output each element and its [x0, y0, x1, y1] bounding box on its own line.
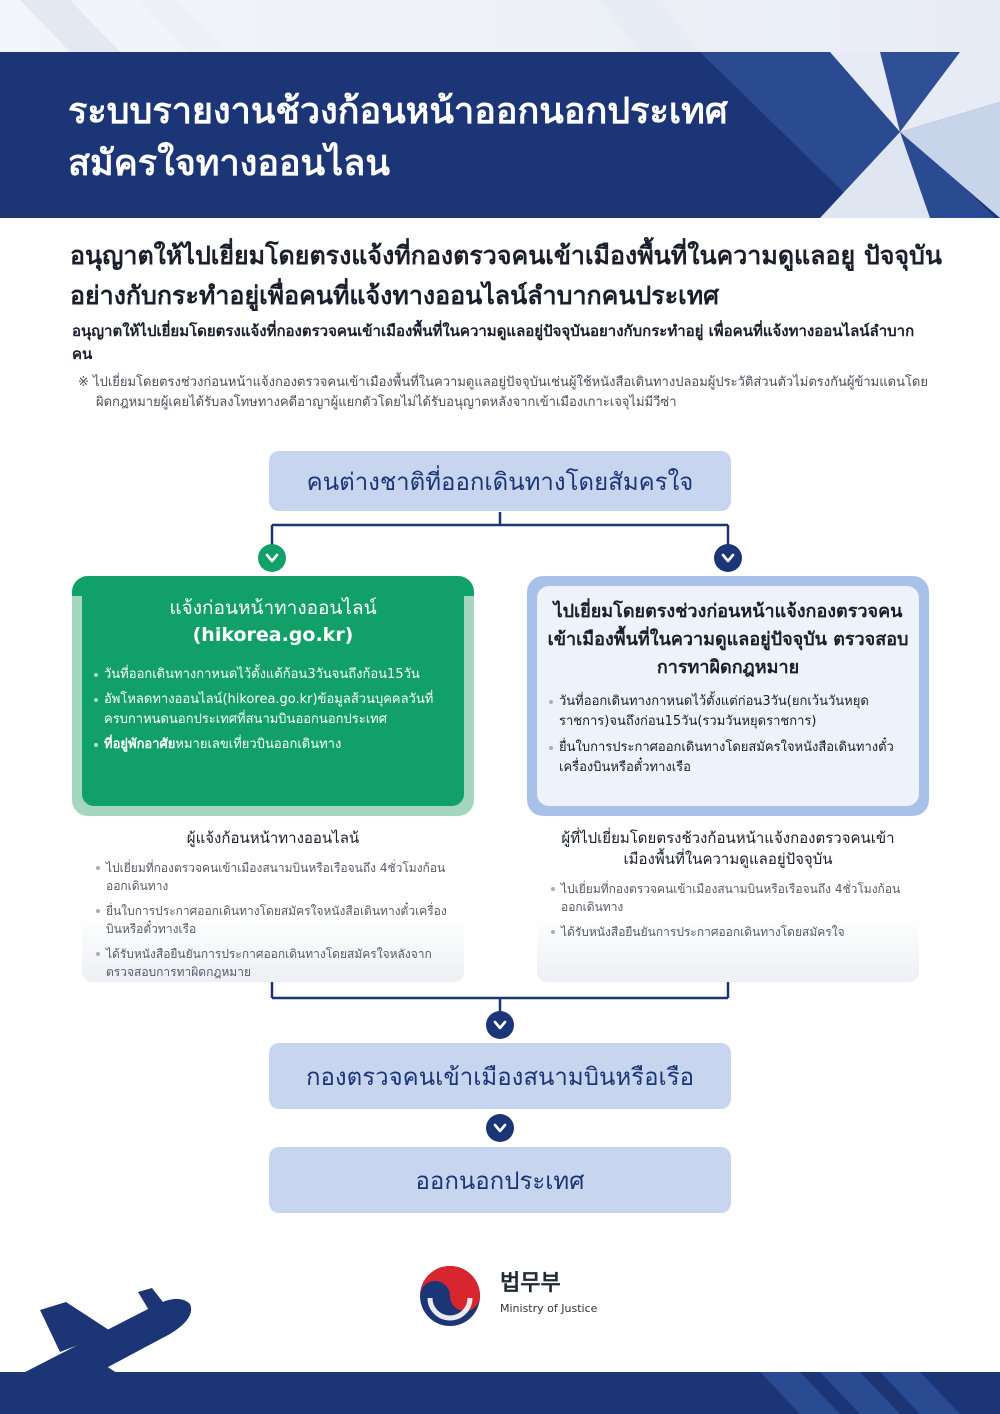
chevron-down-circle-icon [486, 1011, 514, 1039]
list-item-rest: หมายเลขเที่ยวบินออกเดินทาง [175, 737, 342, 752]
list-item: ไปเยี่ยมที่กองตรวจคนเข้าเมืองสนามบินหรือ… [551, 880, 905, 916]
title-banner: ระบบรายงานช้วงก้อนหน้าออกนอกประเทศสมัครใ… [0, 52, 1000, 218]
panel-title: ผู้ที่ไปเยี่ยมโดยตรงช้วงก้อนหน้าแจ้งกองต… [561, 829, 895, 868]
ministry-name-ko: 법무부 [500, 1271, 561, 1296]
list-item-bold: ที่อยู่พักอาศัย [104, 737, 176, 752]
subheadline: อนุญาตให้ไปเยี่ยมโดยตรงแจ้งที่กองตรวจคนเ… [72, 322, 915, 363]
list-item: วันที่ออกเดินทางกาหนดไว้ตั้งแต่ก่อน3วัน(… [549, 692, 906, 732]
chevron-down-circle-icon [714, 544, 742, 572]
green-card-list: วันที่ออกเดินทางกาหนดไว้ตั้งแต้ก้อน3วันจ… [94, 665, 451, 760]
list-item: อัพโหลดทางออนไลน์(hikorea.go.kr)ข้อมูลส้… [94, 690, 451, 730]
blue-card-title: ไปเยี่ยมโดยตรงช่วงก่อนหน้าแจ้งกองตรวจคนเ… [547, 601, 909, 678]
check-circle-icon [258, 544, 286, 572]
list-item: ยื่นใบการประกาศออกเดินทางโดยสมัครใจหนังส… [549, 738, 906, 778]
list-item: ไปเยี่ยมที่กองตรวจคนเข้าเมืองสนามบินหรือ… [96, 859, 450, 895]
list-item: ยื่นใบการประกาศออกเดินทางโดยสมัครใจหนังส… [96, 902, 450, 938]
page-title: ระบบรายงานช้วงก้อนหน้าออกนอกประเทศสมัครใ… [68, 91, 728, 184]
list-item: ได้รับหนังสือยืนยันการประกาศออกเดินทางโด… [96, 945, 450, 981]
taegeuk-logo-icon [420, 1266, 480, 1326]
visit-report-card: ไปเยี่ยมโดยตรงช่วงก่อนหน้าแจ้งกองตรวจคนเ… [537, 586, 919, 806]
flow-end-box: ออกนอกประเทศ [269, 1147, 731, 1213]
banner-decor [700, 52, 1000, 218]
footer-strip [0, 1372, 1000, 1414]
top-stripe-decor [20, 0, 700, 52]
footer-decor [760, 1372, 960, 1414]
ministry-name-en: Ministry of Justice [500, 1302, 598, 1315]
flow-office-box: กองตรวจคนเข้าเมืองสนามบินหรือเรือ [269, 1043, 731, 1109]
flow-start-box: คนต่างชาติที่ออกเดินทางโดยสัมครใจ [269, 451, 731, 511]
panel-list: ไปเยี่ยมที่กองตรวจคนเข้าเมืองสนามบินหรือ… [96, 859, 450, 981]
visit-reporter-panel: ผู้ที่ไปเยี่ยมโดยตรงช้วงก้อนหน้าแจ้งกองต… [537, 820, 919, 982]
green-card-title: แจ้งก่อนหน้าทางออนไลน์ [169, 597, 377, 619]
chevron-down-circle-icon [486, 1114, 514, 1142]
panel-title: ผู้แจ้งก้อนหน้าทางออนไลน้ [186, 829, 360, 847]
headline: อนุญาตให้ไปเยี่ยมโดยตรงแจ้งที่กองตรวจคนเ… [70, 241, 942, 310]
blue-card-list: วันที่ออกเดินทางกาหนดไว้ตั้งแต่ก่อน3วัน(… [549, 692, 906, 784]
footnote: ※ ไปเยี่ยมโดยตรงช่วงก่อนหน้าแจ้งกองตรวจค… [78, 375, 928, 410]
list-item: ที่อยู่พักอาศัยหมายเลขเที่ยวบินออกเดินทา… [94, 735, 451, 755]
list-item: ได้รับหนังสือยืนยันการประกาศออกเดินทางโด… [551, 923, 905, 941]
list-item: วันที่ออกเดินทางกาหนดไว้ตั้งแต้ก้อน3วันจ… [94, 665, 451, 685]
online-reporter-panel: ผู้แจ้งก้อนหน้าทางออนไลน้ ไปเยี่ยมที่กอง… [82, 820, 464, 982]
online-report-card: แจ้งก่อนหน้าทางออนไลน์ (hikorea.go.kr) ว… [82, 585, 464, 806]
panel-list: ไปเยี่ยมที่กองตรวจคนเข้าเมืองสนามบินหรือ… [551, 880, 905, 941]
green-card-url: (hikorea.go.kr) [192, 624, 354, 646]
ministry-logo: 법무부 Ministry of Justice [418, 1264, 618, 1328]
